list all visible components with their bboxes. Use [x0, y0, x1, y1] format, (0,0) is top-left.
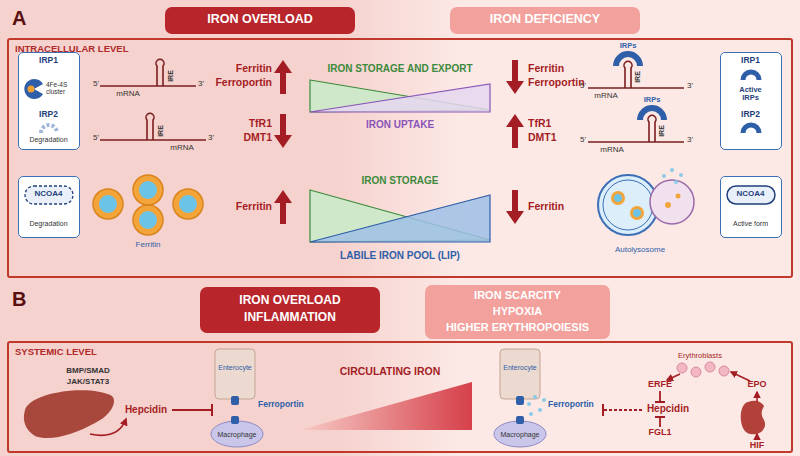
- protein-label: Ferritin: [528, 63, 564, 74]
- node-text: IRP2: [19, 110, 78, 119]
- protein-label: DMT1: [243, 132, 272, 143]
- cell-label: Erythroblasts: [678, 352, 722, 360]
- factor-label: HIF: [750, 441, 765, 450]
- mrna-end: 3': [208, 134, 214, 142]
- node-text: Active IRPs: [730, 86, 771, 103]
- cell-label: Macrophage: [218, 431, 257, 438]
- node-text: Degradation: [19, 220, 78, 228]
- ire-label: IRE: [634, 71, 641, 83]
- header-tab: IRON OVERLOAD INFLAMMATION: [200, 287, 380, 333]
- hormone-label: FGL1: [648, 428, 671, 437]
- trend-label: LABILE IRON POOL (LIP): [340, 251, 460, 261]
- ncoa4-box: NCOA4Active form: [720, 176, 782, 238]
- trend-label: CIRCULATING IRON: [340, 366, 441, 377]
- node-text: IRP2: [721, 110, 780, 119]
- hormone-label: ERFE: [648, 380, 672, 389]
- node-text: IRON SCARCITY: [425, 289, 610, 301]
- mrna-label: mRNA: [594, 92, 618, 100]
- protein-label: Ferritin: [236, 63, 272, 74]
- protein-label: Ferritin: [236, 201, 272, 212]
- trend-label: IRON UPTAKE: [366, 120, 434, 130]
- mrna-end: 3': [687, 136, 693, 144]
- node-text: 4Fe-4S cluster: [46, 81, 78, 96]
- level-panel: SYSTEMIC LEVEL: [7, 341, 793, 453]
- protein-label: Ferritin: [528, 201, 564, 212]
- ire-label: IRE: [157, 125, 164, 137]
- level-panel: INTRACELLULAR LEVELIRP14Fe-4S clusterIRP…: [7, 38, 793, 278]
- mrna-label: mRNA: [600, 146, 624, 154]
- ire-label: IRE: [167, 70, 174, 82]
- node-text: SYSTEMIC LEVEL: [15, 347, 215, 357]
- trend-label: IRON STORAGE AND EXPORT: [327, 64, 472, 74]
- mrna-end: 5': [93, 134, 99, 142]
- cell-label: Macrophage: [501, 431, 540, 438]
- irp-box: IRP1 4Fe-4S clusterIRP2Degradation: [18, 52, 80, 150]
- protein-label: TfR1: [528, 118, 551, 129]
- protein-label: Ferroportin: [528, 77, 585, 88]
- panel-letter: A: [12, 8, 26, 28]
- protein-label: Ferroportin: [215, 77, 272, 88]
- pathway-label: BMP/SMAD: [66, 367, 110, 375]
- node-text: Active form: [721, 220, 780, 228]
- ncoa4-box: NCOA4Degradation: [18, 176, 80, 238]
- node-text: IRON OVERLOAD: [165, 13, 355, 27]
- mrna-end: 3': [687, 82, 693, 90]
- irp-box: IRP1Active IRPsIRP2: [720, 52, 782, 150]
- node-text: NCOA4: [19, 190, 78, 199]
- hormone-label: Hepcidin: [647, 404, 689, 414]
- node-text: IRON DEFICIENCY: [450, 13, 640, 27]
- header-tab: IRON SCARCITY HYPOXIA HIGHER ERYTHROPOIESI…: [425, 285, 610, 339]
- hormone-label: EPO: [747, 380, 766, 389]
- cell-label: Enterocyte: [503, 364, 536, 371]
- header-tab: IRON OVERLOAD: [165, 7, 355, 34]
- node-text: INFLAMMATION: [200, 311, 380, 324]
- node-text: HYPOXIA: [425, 305, 610, 317]
- node-text: IRP1: [19, 56, 78, 65]
- cell-label: Enterocyte: [218, 364, 251, 371]
- hormone-label: Hepcidin: [125, 405, 167, 415]
- header-tab: IRON DEFICIENCY: [450, 7, 640, 34]
- irp-label: IRPs: [644, 96, 661, 104]
- node-text: IRP1: [721, 56, 780, 65]
- mrna-end: 5': [580, 82, 586, 90]
- mrna-end: 5': [93, 80, 99, 88]
- pathway-label: JAK/STAT3: [67, 378, 109, 386]
- protein-label: Ferroportin: [548, 400, 594, 409]
- node-text: Degradation: [19, 136, 78, 144]
- node-text: HIGHER ERYTHROPOIESIS: [425, 321, 610, 333]
- structure-label: Autolysosome: [615, 246, 665, 254]
- node-text: NCOA4: [721, 190, 780, 199]
- structure-label: Ferritin: [136, 241, 161, 249]
- protein-label: DMT1: [528, 132, 557, 143]
- mrna-label: mRNA: [170, 144, 194, 152]
- mrna-label: mRNA: [116, 90, 140, 98]
- panel-letter: B: [12, 289, 26, 309]
- mrna-end: 5': [580, 136, 586, 144]
- irp-label: IRPs: [620, 42, 637, 50]
- mrna-end: 3': [198, 80, 204, 88]
- protein-label: TfR1: [249, 118, 272, 129]
- node-text: IRON OVERLOAD: [200, 294, 380, 307]
- ire-label: IRE: [658, 125, 665, 137]
- protein-label: Ferroportin: [258, 400, 304, 409]
- trend-label: IRON STORAGE: [361, 176, 438, 186]
